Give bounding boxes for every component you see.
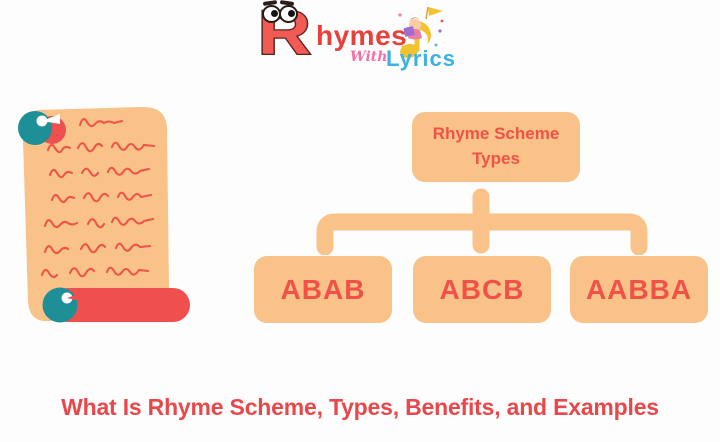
- right-eye-icon: [279, 5, 298, 23]
- logo-word-with: With: [350, 49, 388, 65]
- child-reading-on-music-note-icon: [398, 6, 444, 59]
- flowchart-leaf-abab: ABAB: [254, 256, 392, 323]
- parchment-scroll-with-handwritten-poem-icon: [18, 106, 190, 323]
- flowchart-root-box: Rhyme Scheme Types: [412, 112, 580, 182]
- flowchart-leaf-abcb: ABCB: [413, 256, 551, 323]
- logo-word-lyrics: Lyrics: [386, 46, 457, 71]
- googly-eyes-icon: [262, 5, 298, 23]
- page-title: What Is Rhyme Scheme, Types, Benefits, a…: [61, 394, 659, 420]
- flowchart-connector-lines: [316, 188, 648, 255]
- flowchart-leaf-aabba: AABBA: [570, 256, 708, 323]
- logo-word-hymes: hymes: [316, 20, 408, 51]
- logo-rhymes-with-lyrics: R hymes With Lyrics: [257, 1, 468, 82]
